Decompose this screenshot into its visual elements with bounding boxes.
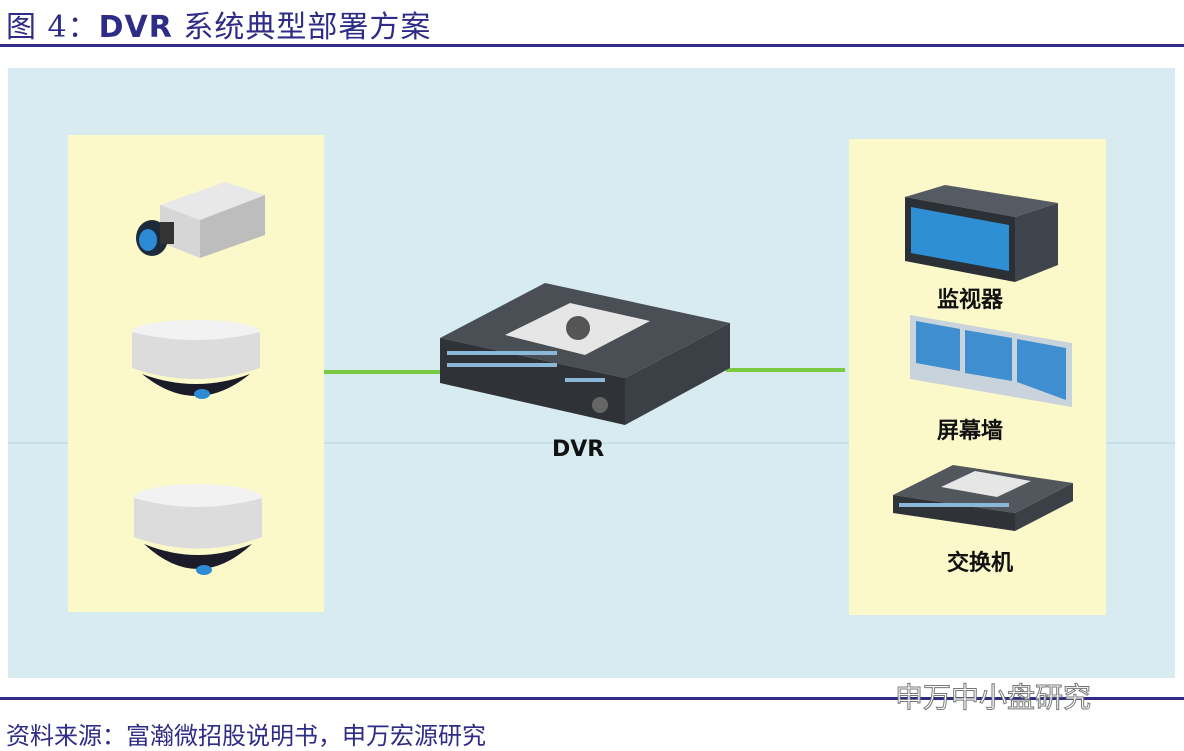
video-wall-icon: [910, 315, 1072, 407]
dome-camera-icon: [132, 320, 260, 399]
source-rule: [0, 697, 1184, 700]
title-bold: DVR: [98, 10, 173, 45]
output-label: 屏幕墙: [937, 418, 1004, 444]
figure-title: 图 4：DVR 系统典型部署方案: [6, 2, 431, 46]
dvr-device-icon: [440, 283, 730, 425]
watermark: 申万中小盘研究: [894, 681, 1092, 715]
dvr-label: DVR: [552, 437, 605, 462]
dome-camera-icon: [134, 484, 262, 575]
divider-line: [8, 442, 1175, 444]
title-rule: [0, 44, 1184, 47]
box-camera-icon: [136, 182, 265, 258]
title-rest: 系统典型部署方案: [172, 10, 432, 45]
source-note: 资料来源：富瀚微招股说明书，申万宏源研究: [6, 722, 486, 750]
output-label: 交换机: [947, 550, 1014, 576]
monitor-icon: [905, 185, 1058, 282]
figure-number: 图 4：: [6, 10, 99, 45]
network-switch-icon: [893, 465, 1073, 531]
output-label: 监视器: [937, 287, 1004, 313]
